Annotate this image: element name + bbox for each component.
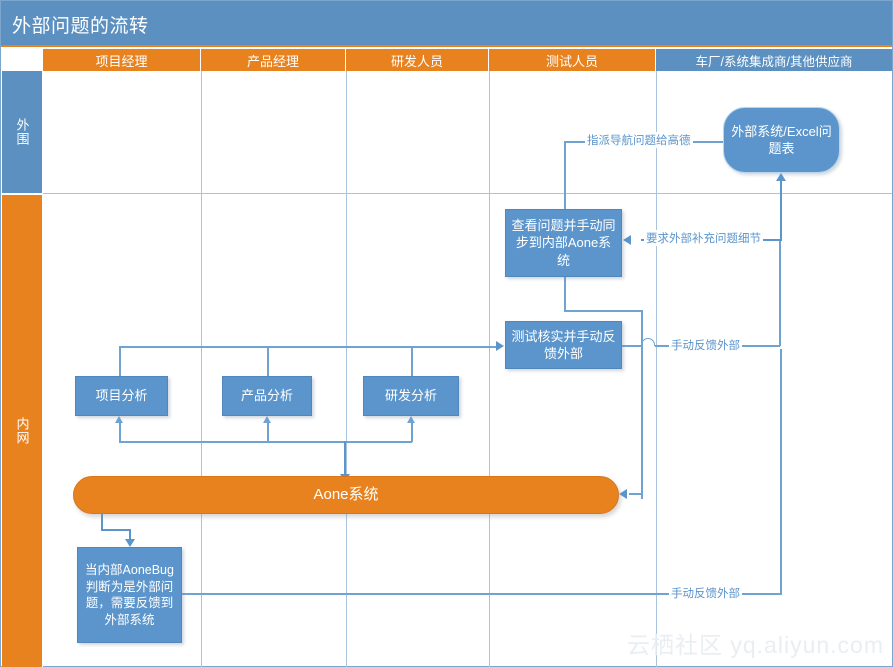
arrowhead-left-aone (619, 489, 627, 499)
connector-project-down (119, 422, 121, 442)
grid-vline-1 (201, 71, 202, 667)
node-external-system-label: 外部系统/Excel问题表 (731, 123, 832, 156)
grid-hline-lane-divider (43, 193, 892, 194)
arrowhead-down-note (125, 539, 135, 547)
column-header-rd-staff: 研发人员 (346, 49, 489, 71)
arrowhead-up-project (115, 416, 123, 423)
lane-label-outer-text: 外围 (14, 118, 30, 146)
node-view-sync-label: 查看问题并手动同步到内部Aone系统 (511, 218, 616, 268)
arrowhead-up-rd (407, 416, 415, 423)
edge-label-manual-feedback-2: 手动反馈外部 (669, 585, 742, 601)
edge-label-request-details: 要求外部补充问题细节 (644, 230, 763, 246)
column-header-product-manager: 产品经理 (201, 49, 346, 71)
connector-note-down (129, 529, 132, 541)
node-rd-analysis[interactable]: 研发分析 (363, 376, 459, 416)
connector-line-hop (641, 338, 655, 346)
lane-label-inner-text: 内网 (14, 417, 30, 445)
node-internal-bug-note-label: 当内部AoneBug判断为是外部问题，需要反馈到外部系统 (85, 563, 174, 627)
edge-label-manual-feedback-1: 手动反馈外部 (669, 337, 742, 353)
node-rd-analysis-label: 研发分析 (384, 388, 437, 404)
connector-viewsync-right (564, 310, 642, 312)
node-external-system[interactable]: 外部系统/Excel问题表 (723, 107, 840, 173)
connector-aone-to-note (101, 529, 131, 532)
connector-bottom-feedback-h (182, 593, 782, 595)
column-header-test-staff: 测试人员 (489, 49, 656, 71)
connector-up-to-external (780, 179, 783, 241)
connector-viewsync-down (564, 277, 566, 311)
node-verify-feedback-label: 测试核实并手动反馈外部 (511, 328, 616, 361)
connector-analysis-top-rail (119, 346, 496, 348)
connector-product-up (267, 346, 269, 376)
node-product-analysis[interactable]: 产品分析 (222, 376, 312, 416)
node-project-analysis-label: 项目分析 (95, 388, 148, 404)
grid-vline-2 (346, 71, 347, 667)
node-aone-system-label: Aone系统 (313, 486, 379, 504)
grid-vline-3 (489, 71, 490, 667)
node-verify-feedback[interactable]: 测试核实并手动反馈外部 (505, 321, 622, 369)
connector-viewsync-to-aone (641, 310, 643, 499)
connector-project-up (119, 346, 121, 376)
node-project-analysis[interactable]: 项目分析 (75, 376, 168, 416)
column-header-project-manager: 项目经理 (43, 49, 201, 71)
edge-label-assign-nav: 指派导航问题给高德 (585, 132, 693, 148)
connector-into-aone-top (344, 441, 347, 478)
node-product-analysis-label: 产品分析 (240, 388, 293, 404)
connector-into-aone (629, 493, 643, 495)
watermark: 云栖社区 yq.aliyun.com (626, 632, 884, 658)
node-aone-system[interactable]: Aone系统 (73, 476, 619, 514)
title-bar: 外部问题的流转 (1, 1, 892, 47)
arrowhead-left-view-sync (623, 235, 631, 245)
grid-vline-4 (656, 71, 657, 667)
arrowhead-up-product (263, 416, 271, 423)
connector-test-to-assign (564, 141, 566, 209)
connector-bottom-feedback-v (780, 349, 782, 594)
connector-rd-down (411, 422, 413, 442)
connector-product-down (267, 422, 269, 442)
node-internal-bug-note[interactable]: 当内部AoneBug判断为是外部问题，需要反馈到外部系统 (77, 547, 182, 643)
connector-feedback-up (779, 241, 781, 346)
page-title: 外部问题的流转 (12, 16, 149, 37)
node-view-sync[interactable]: 查看问题并手动同步到内部Aone系统 (505, 209, 622, 277)
column-header-suppliers: 车厂/系统集成商/其他供应商 (656, 49, 892, 71)
connector-analysis-bottom-rail (119, 441, 412, 443)
arrowhead-up-external (776, 173, 786, 181)
connector-verify-right-1 (622, 345, 641, 347)
connector-aone-down-left (101, 514, 104, 530)
lane-label-outer: 外围 (2, 71, 43, 193)
connector-rd-up (411, 346, 413, 376)
lane-label-inner: 内网 (2, 195, 43, 667)
arrowhead-right-verify (496, 341, 504, 351)
